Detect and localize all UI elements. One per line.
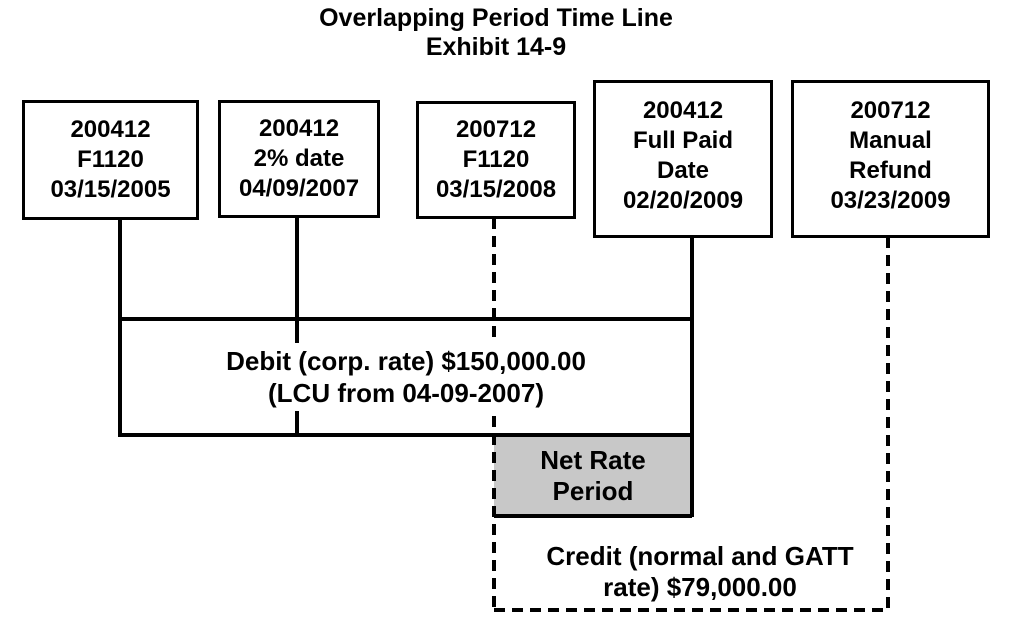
connector-line-2pct-date [295,217,299,437]
event-box-200712-manual-refund: 200712 Manual Refund 03/23/2009 [791,80,990,238]
event-box-200712-f1120: 200712 F1120 03/15/2008 [416,101,576,219]
credit-label-line2: rate) $79,000.00 [603,572,797,602]
event-line: 03/15/2005 [50,176,171,203]
net-rate-period-box: Net Rate Period [494,437,692,518]
event-line: 03/15/2008 [435,176,557,203]
event-box-200412-2pct-date: 200412 2% date 04/09/2007 [218,100,380,218]
event-line: Date [656,157,710,184]
debit-label-line1: Debit (corp. rate) $150,000.00 [226,346,586,376]
net-rate-label-line2: Period [552,475,634,506]
event-line: 200412 [70,116,151,143]
event-line: F1120 [462,146,530,173]
event-line: Manual [849,127,932,154]
diagram-subtitle: Exhibit 14-9 [425,33,567,61]
event-line: 2% date [253,145,345,172]
diagram-title: Overlapping Period Time Line [319,4,673,32]
event-line: 200712 [850,97,931,124]
debit-label: Debit (corp. rate) $150,000.00 (LCU from… [216,343,596,411]
connector-line-f1120-2004 [118,219,122,437]
dashed-connector-manual-refund [886,237,890,612]
credit-label: Credit (normal and GATT rate) $79,000.00 [500,541,900,603]
debit-label-line2: (LCU from 04-09-2007) [268,378,544,408]
event-line: 200412 [258,115,340,142]
dashed-connector-f1120-2007 [492,218,496,612]
event-line: 200712 [455,116,537,143]
event-box-200412-full-paid-date: 200412 Full Paid Date 02/20/2009 [593,80,773,238]
event-line: Full Paid [632,127,733,154]
credit-label-line1: Credit (normal and GATT [546,541,854,571]
event-line: 02/20/2009 [622,187,744,214]
credit-period-dashed-line [494,608,888,612]
event-line: 200412 [642,97,724,124]
net-rate-label-line1: Net Rate [540,444,646,475]
debit-period-bracket: Debit (corp. rate) $150,000.00 (LCU from… [118,317,694,437]
event-line: Refund [849,157,932,184]
event-line: 03/23/2009 [830,187,951,214]
event-box-200412-f1120: 200412 F1120 03/15/2005 [22,100,199,220]
diagram-title-block: Overlapping Period Time Line Exhibit 14-… [0,4,992,62]
connector-line-full-paid-date [690,237,694,517]
event-line: 04/09/2007 [238,175,360,202]
event-line: F1120 [77,146,144,173]
